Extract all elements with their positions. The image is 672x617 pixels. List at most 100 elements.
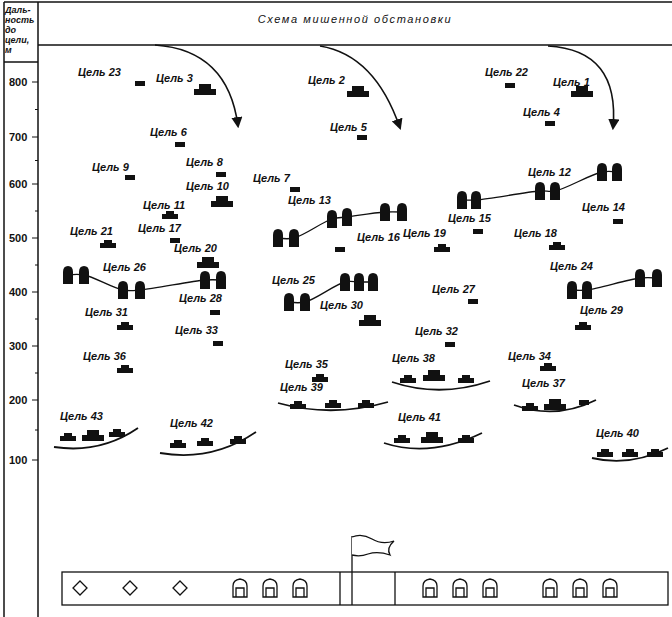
target-label: Цель 41 bbox=[398, 411, 441, 424]
movement-arrow bbox=[320, 46, 400, 128]
target-shape bbox=[545, 121, 555, 126]
post-symbol bbox=[263, 579, 277, 597]
target-shape bbox=[197, 257, 219, 268]
figure-target bbox=[273, 229, 283, 247]
target-label: Цель 43 bbox=[60, 410, 103, 423]
group-arc bbox=[278, 402, 388, 410]
target-label: Цель 36 bbox=[83, 350, 126, 363]
target-label: Цель 7 bbox=[253, 172, 290, 185]
target-label: Цель 12 bbox=[528, 166, 571, 179]
figure-target bbox=[597, 163, 607, 181]
target-shape bbox=[458, 375, 474, 383]
target-shape bbox=[135, 81, 145, 86]
target-shape bbox=[82, 430, 104, 441]
group-arc bbox=[384, 433, 482, 449]
target-label: Цель 23 bbox=[78, 66, 121, 79]
target-shape bbox=[170, 440, 186, 448]
target-label: Цель 13 bbox=[288, 194, 331, 207]
target-shape bbox=[335, 247, 345, 252]
target-label: Цель 6 bbox=[150, 126, 187, 139]
target-label: Цель 38 bbox=[392, 352, 435, 365]
range-number: 700 bbox=[9, 131, 27, 144]
target-label: Цель 14 bbox=[582, 201, 625, 214]
frame-line bbox=[3, 2, 5, 617]
target-label: Цель 35 bbox=[285, 358, 328, 371]
target-shape bbox=[125, 175, 135, 180]
figure-target bbox=[567, 281, 577, 299]
scale-tick bbox=[32, 346, 38, 347]
figure-target bbox=[471, 191, 481, 209]
target-shape bbox=[60, 433, 76, 441]
scale-tick bbox=[32, 400, 38, 401]
range-number: 500 bbox=[9, 232, 27, 245]
figure-target bbox=[327, 210, 337, 228]
target-label: Цель 17 bbox=[138, 222, 181, 235]
post-symbol bbox=[233, 579, 247, 597]
figure-target bbox=[216, 271, 226, 289]
target-label: Цель 34 bbox=[508, 350, 551, 363]
target-label: Цель 37 bbox=[522, 377, 565, 390]
figure-target bbox=[550, 182, 560, 200]
target-shape bbox=[597, 449, 613, 457]
figure-target bbox=[340, 273, 350, 291]
scale-tick bbox=[35, 160, 38, 161]
target-shape bbox=[400, 375, 416, 383]
target-label: Цель 2 bbox=[308, 74, 345, 87]
target-shape bbox=[394, 435, 410, 443]
figure-target bbox=[289, 229, 299, 247]
scale-tick bbox=[32, 82, 38, 83]
figure-target bbox=[380, 203, 390, 221]
figure-target bbox=[63, 266, 73, 284]
frame-line bbox=[38, 44, 672, 46]
figure-target bbox=[79, 266, 89, 284]
target-label: Цель 42 bbox=[170, 417, 213, 430]
target-shape bbox=[613, 219, 623, 224]
target-label: Цель 15 bbox=[448, 212, 491, 225]
range-number: 100 bbox=[9, 454, 27, 467]
figure-target bbox=[612, 163, 622, 181]
target-shape bbox=[175, 142, 185, 147]
target-label: Цель 19 bbox=[403, 227, 446, 240]
flag bbox=[352, 535, 394, 555]
target-shape bbox=[197, 438, 213, 446]
frame bbox=[4, 2, 672, 617]
scale-tick bbox=[35, 109, 38, 110]
target-label: Цель 39 bbox=[280, 381, 323, 394]
target-shape bbox=[347, 86, 369, 97]
diagram-title: Схема мишенной обстановки bbox=[38, 13, 672, 25]
range-number: 800 bbox=[9, 76, 27, 89]
target-label: Цель 25 bbox=[272, 274, 315, 287]
target-shape bbox=[213, 341, 223, 346]
target-shape bbox=[549, 242, 565, 250]
firing-line bbox=[62, 535, 668, 605]
target-label: Цель 20 bbox=[174, 242, 217, 255]
figure-target bbox=[635, 269, 645, 287]
post-symbol bbox=[293, 579, 307, 597]
figure-target bbox=[284, 293, 294, 311]
target-shape bbox=[468, 299, 478, 304]
target-label: Цель 9 bbox=[92, 161, 129, 174]
figure-target bbox=[342, 208, 352, 226]
target-shape bbox=[117, 322, 133, 330]
scale-tick bbox=[32, 460, 38, 461]
target-shape bbox=[290, 187, 300, 192]
firing-line-box bbox=[62, 572, 668, 605]
target-shape bbox=[211, 196, 233, 207]
scale-tick bbox=[35, 430, 38, 431]
target-shape bbox=[473, 229, 483, 234]
range-number: 400 bbox=[9, 286, 27, 299]
scale-tick bbox=[32, 137, 38, 138]
target-shape bbox=[216, 172, 226, 177]
target-shape bbox=[505, 83, 515, 88]
target-shape bbox=[544, 399, 566, 410]
target-shape bbox=[357, 135, 367, 140]
target-label: Цель 16 bbox=[357, 231, 400, 244]
target-shape bbox=[540, 363, 556, 371]
target-label: Цель 10 bbox=[186, 180, 229, 193]
target-label: Цель 40 bbox=[596, 427, 639, 440]
range-number: 600 bbox=[9, 178, 27, 191]
target-label: Цель 28 bbox=[179, 292, 222, 305]
target-shape bbox=[445, 342, 455, 347]
target-label: Цель 31 bbox=[85, 306, 128, 319]
post-symbol bbox=[483, 579, 497, 597]
